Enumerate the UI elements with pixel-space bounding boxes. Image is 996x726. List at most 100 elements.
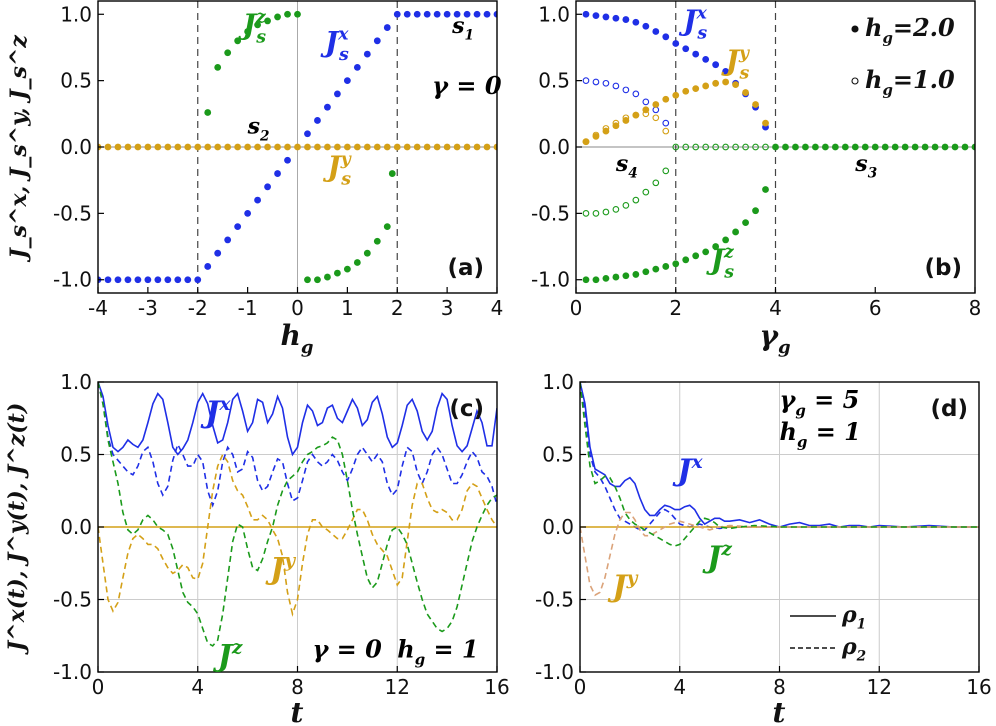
label-jy-base: J bbox=[607, 570, 628, 605]
series-1-point-6 bbox=[642, 98, 650, 106]
panel-label: (b) bbox=[925, 255, 963, 281]
series-5-point-1 bbox=[592, 210, 600, 217]
series-4-point-6 bbox=[642, 268, 650, 276]
series-6 bbox=[772, 143, 975, 151]
series-6-point-10 bbox=[871, 143, 879, 151]
series-0-point-12 bbox=[214, 249, 222, 257]
series-4-point-5 bbox=[632, 271, 640, 278]
x-tick-label-3: 6 bbox=[869, 296, 882, 320]
series-2-point-26 bbox=[353, 143, 361, 151]
series-2-point-22 bbox=[314, 143, 321, 151]
series-1-point-7 bbox=[274, 13, 281, 21]
label-jy-sup: y bbox=[738, 43, 751, 63]
x-tick-label-1: 4 bbox=[673, 675, 686, 699]
series-2-point-36 bbox=[453, 143, 461, 151]
series-0-point-26 bbox=[363, 50, 371, 58]
series-1-point-0 bbox=[582, 77, 590, 84]
series-2-point-10 bbox=[682, 87, 690, 95]
series-4-point-4 bbox=[622, 272, 630, 280]
series-3-point-8 bbox=[662, 127, 670, 135]
series-2-point-28 bbox=[373, 143, 381, 151]
y-tick-label-2: 0.0 bbox=[542, 515, 574, 539]
y-tick-label-1: -0.5 bbox=[53, 201, 92, 225]
series-1-point-14 bbox=[343, 265, 351, 273]
x-tick-label-5: 1 bbox=[341, 296, 354, 320]
series-0-point-5 bbox=[632, 18, 640, 26]
x-axis-label-sub: g bbox=[301, 337, 314, 358]
series-2-point-33 bbox=[423, 143, 431, 151]
panel-label: (c) bbox=[449, 396, 484, 422]
series-0-point-31 bbox=[413, 10, 421, 18]
y-tick-label-3: 0.5 bbox=[60, 443, 92, 467]
series-3-point-6 bbox=[642, 110, 650, 118]
label-hg-base: h bbox=[780, 417, 797, 446]
x-tick-label-2: 8 bbox=[773, 675, 786, 699]
y-tick-label-3: 0.5 bbox=[60, 69, 92, 93]
x-tick-label-3: -1 bbox=[238, 296, 258, 320]
series-1-point-6 bbox=[264, 17, 271, 25]
label-s4: s4 bbox=[615, 151, 638, 182]
series-0-point-1 bbox=[104, 276, 112, 284]
series-7-point-6 bbox=[732, 143, 739, 151]
x-axis-label: γg bbox=[759, 319, 790, 358]
series-0-point-4 bbox=[134, 276, 142, 284]
series-0-point-10 bbox=[194, 276, 202, 284]
series-4-point-8 bbox=[662, 263, 670, 270]
label-hg-sub: g bbox=[415, 651, 425, 669]
label-s1-sub: 1 bbox=[465, 27, 474, 43]
series-4-point-0 bbox=[582, 276, 590, 284]
series-2-point-8 bbox=[662, 95, 670, 103]
x-axis-label-sub: g bbox=[778, 337, 791, 358]
series-0-point-6 bbox=[154, 276, 162, 284]
series-1-point-5 bbox=[632, 90, 640, 98]
series-6-point-3 bbox=[802, 143, 809, 151]
series-0-point-2 bbox=[602, 13, 610, 21]
series-0-point-35 bbox=[453, 10, 461, 18]
x-tick-label-8: 4 bbox=[491, 296, 504, 320]
label-jx-sup: x bbox=[218, 394, 231, 415]
label-s1-base: s bbox=[451, 13, 464, 39]
series-3 bbox=[582, 110, 670, 146]
series-0-point-5 bbox=[144, 276, 152, 284]
series-7 bbox=[672, 143, 769, 151]
series-5 bbox=[582, 167, 670, 217]
series-2-point-35 bbox=[443, 143, 451, 151]
series-3-point-4 bbox=[622, 114, 630, 122]
series-3-point-2 bbox=[602, 125, 610, 132]
y-tick-label-4: 1.0 bbox=[60, 2, 92, 26]
series-5-point-4 bbox=[622, 202, 630, 209]
label-s3: s3 bbox=[854, 151, 877, 182]
label-jy: Jy bbox=[607, 568, 638, 605]
series-2-point-6 bbox=[154, 143, 162, 151]
series-4-point-13 bbox=[712, 243, 720, 250]
series-7-point-4 bbox=[712, 143, 720, 151]
legend-rho2-text: ρ2 bbox=[841, 634, 866, 665]
series-0-point-28 bbox=[383, 24, 391, 31]
series-2-point-12 bbox=[214, 143, 222, 151]
series-0-point-6 bbox=[642, 22, 650, 30]
series-4-point-17 bbox=[752, 207, 759, 215]
series-2-point-15 bbox=[244, 143, 252, 151]
series-7-point-5 bbox=[722, 143, 729, 151]
legend-filled-text: hg=2.0 bbox=[865, 13, 955, 47]
series-4-point-1 bbox=[592, 276, 600, 284]
label-jy-base: J bbox=[721, 44, 741, 77]
series-0-point-17 bbox=[264, 183, 271, 191]
series-0-point-21 bbox=[314, 117, 321, 124]
label-jz-base: J bbox=[213, 639, 234, 674]
y-tick-label-4: 1.0 bbox=[542, 370, 574, 394]
label-gamma-base: γ = 0 bbox=[432, 71, 502, 100]
series-2-point-11 bbox=[692, 85, 700, 92]
series-0-point-8 bbox=[662, 33, 670, 41]
series-2-point-2 bbox=[114, 143, 122, 151]
label-jy: Jy bbox=[265, 551, 296, 588]
x-axis-label-base: t bbox=[773, 696, 786, 726]
y-tick-label-0: -1.0 bbox=[53, 268, 92, 292]
label-jx-sup: x bbox=[337, 25, 349, 45]
